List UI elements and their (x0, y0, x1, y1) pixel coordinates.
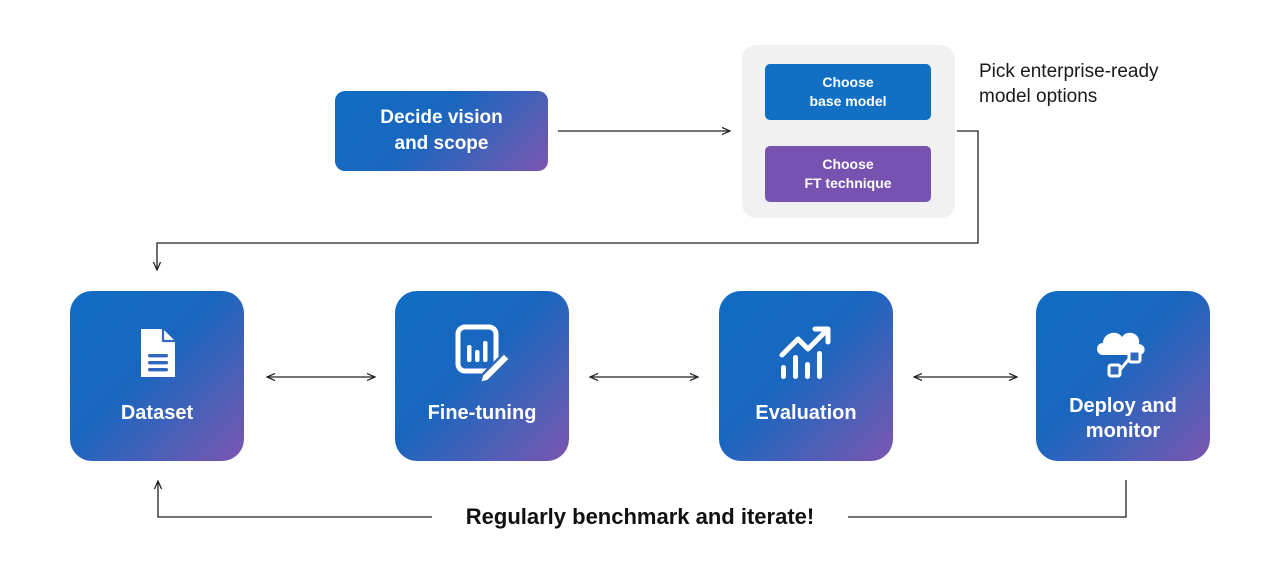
line-loop-right (848, 480, 1127, 518)
stage-deploy-monitor: Deploy and monitor (1036, 291, 1210, 461)
trend-chart-icon (779, 326, 831, 379)
decide-vision-box: Decide vision and scope (335, 91, 548, 171)
choose-base-model-chip: Choose base model (765, 64, 931, 120)
stage-evaluation-label: Evaluation (755, 402, 857, 424)
loop-caption: Regularly benchmark and iterate! (465, 504, 815, 529)
model-options-panel: Choose base model Choose FT technique (742, 45, 955, 218)
choose-ft-technique-chip: Choose FT technique (765, 146, 931, 202)
stage-dataset: Dataset (70, 291, 244, 461)
stage-evaluation: Evaluation (719, 291, 893, 461)
chart-pencil-icon (455, 324, 512, 385)
choose-ft-technique-label: Choose FT technique (804, 156, 892, 191)
choose-base-model-label: Choose base model (809, 74, 887, 109)
arrow-loop-left (158, 481, 432, 518)
cloud-network-icon (1097, 332, 1145, 378)
decide-vision-label: Decide vision and scope (380, 107, 503, 154)
model-options-caption: Pick enterprise-ready model options (979, 61, 1159, 107)
document-icon (141, 329, 175, 377)
stage-dataset-label: Dataset (120, 402, 194, 424)
stage-fine-tuning-label: Fine-tuning (427, 402, 537, 424)
stage-deploy-monitor-label: Deploy and monitor (1069, 395, 1177, 442)
stage-fine-tuning: Fine-tuning (395, 291, 569, 461)
